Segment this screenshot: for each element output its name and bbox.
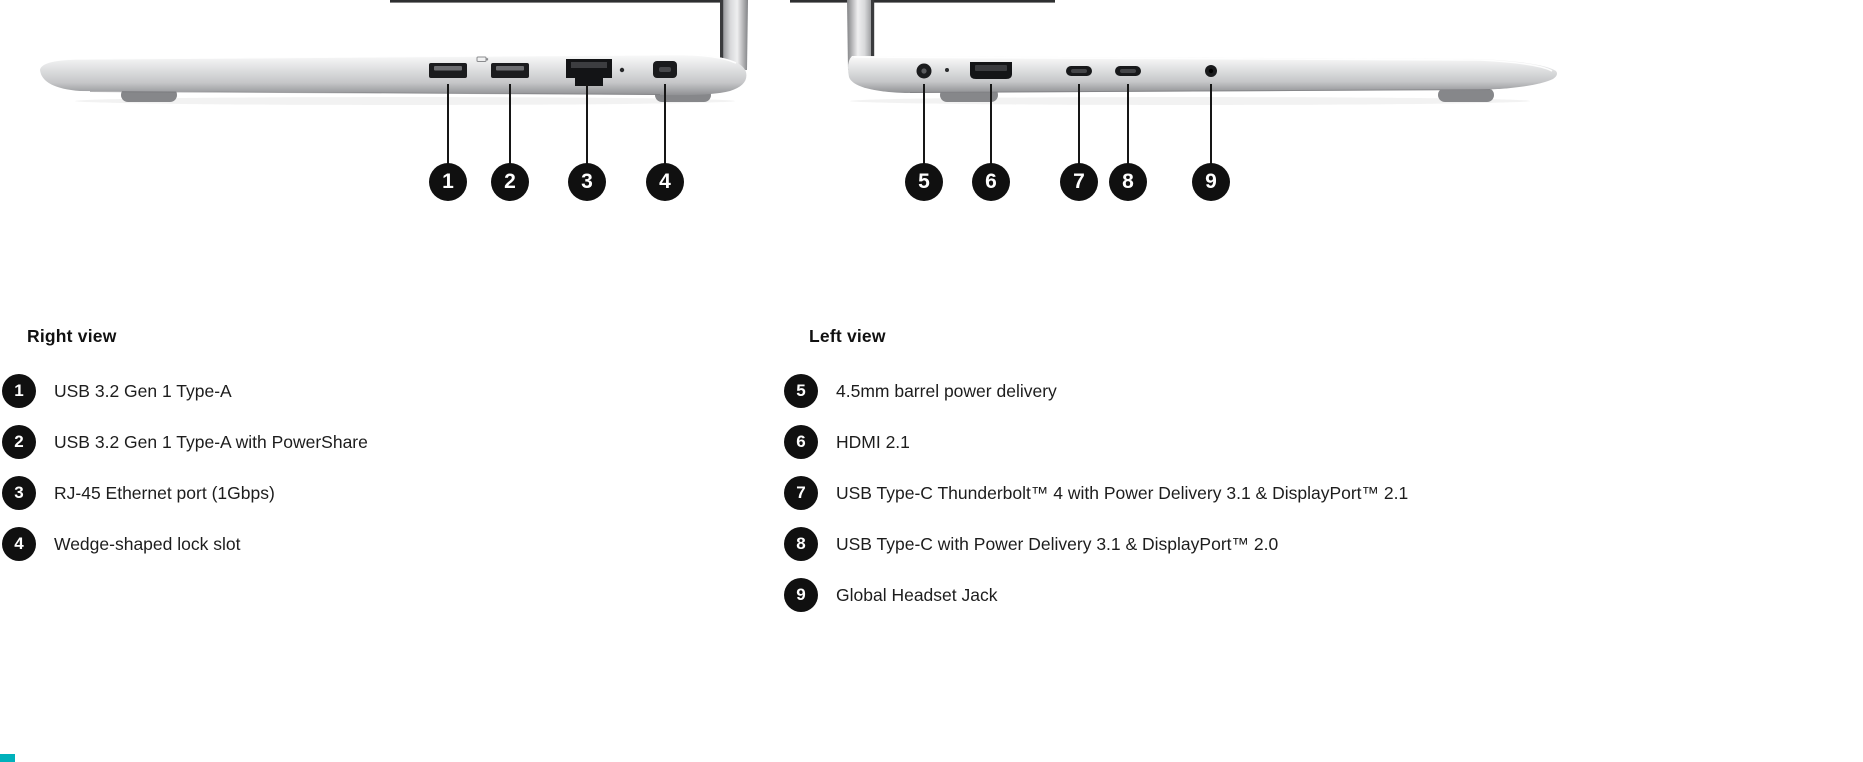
legend-item-1: 1 USB 3.2 Gen 1 Type-A — [2, 374, 722, 408]
legend-label: 4.5mm barrel power delivery — [836, 380, 1057, 401]
right-view-diagram: 1 2 3 4 — [35, 0, 755, 210]
legend-title-left-view: Left view — [809, 326, 886, 346]
callout-badge-2: 2 — [491, 163, 529, 201]
ethernet-port — [566, 59, 612, 86]
usb-c-port-1 — [1066, 66, 1092, 76]
legend-number-badge: 7 — [784, 476, 818, 510]
legend-item-6: 6 HDMI 2.1 — [784, 425, 1784, 459]
legend-label: Wedge-shaped lock slot — [54, 533, 241, 554]
lid-edge-line — [390, 0, 726, 3]
laptop-shadow — [850, 97, 1530, 105]
hdmi-port — [970, 62, 1012, 79]
callout-line — [923, 84, 925, 164]
legend-number-badge: 4 — [2, 527, 36, 561]
legend-item-9: 9 Global Headset Jack — [784, 578, 1784, 612]
laptop-screen — [847, 0, 875, 70]
legend-item-5: 5 4.5mm barrel power delivery — [784, 374, 1784, 408]
legend-label: USB Type-C with Power Delivery 3.1 & Dis… — [836, 533, 1279, 554]
laptop-left-view-image — [790, 0, 1557, 105]
right-view-legend: Right view 1 USB 3.2 Gen 1 Type-A 2 USB … — [2, 326, 722, 578]
legend-item-7: 7 USB Type-C Thunderbolt™ 4 with Power D… — [784, 476, 1784, 510]
callout-line — [990, 84, 992, 164]
callout-badge-1: 1 — [429, 163, 467, 201]
callout-badge-5: 5 — [905, 163, 943, 201]
legend-number-badge: 9 — [784, 578, 818, 612]
callout-line — [586, 84, 588, 164]
legend-item-3: 3 RJ-45 Ethernet port (1Gbps) — [2, 476, 722, 510]
laptop-screen — [720, 0, 748, 70]
callout-badge-3: 3 — [568, 163, 606, 201]
left-view-diagram: 5 6 7 8 9 — [790, 0, 1565, 210]
callout-badge-8: 8 — [1109, 163, 1147, 201]
callout-line — [1078, 84, 1080, 164]
legend-label: Global Headset Jack — [836, 584, 998, 605]
legend-number-badge: 3 — [2, 476, 36, 510]
lock-slot — [653, 61, 677, 78]
callout-line — [509, 84, 511, 164]
headset-jack — [1205, 65, 1217, 77]
legend-label: USB 3.2 Gen 1 Type-A with PowerShare — [54, 431, 368, 452]
lid-edge-line — [790, 0, 1055, 3]
legend-item-4: 4 Wedge-shaped lock slot — [2, 527, 722, 561]
legend-item-8: 8 USB Type-C with Power Delivery 3.1 & D… — [784, 527, 1784, 561]
legend-number-badge: 1 — [2, 374, 36, 408]
powershare-icon — [476, 56, 489, 62]
callout-badge-9: 9 — [1192, 163, 1230, 201]
laptop-body — [848, 56, 1557, 93]
corner-accent — [0, 754, 15, 762]
legend-number-badge: 6 — [784, 425, 818, 459]
power-port — [916, 63, 932, 79]
callout-line — [447, 84, 449, 164]
power-led — [945, 68, 949, 72]
laptop-right-view-image — [40, 0, 748, 105]
legend-item-2: 2 USB 3.2 Gen 1 Type-A with PowerShare — [2, 425, 722, 459]
legend-number-badge: 2 — [2, 425, 36, 459]
callout-line — [1127, 84, 1129, 164]
laptop-shadow — [75, 97, 735, 105]
callout-badge-7: 7 — [1060, 163, 1098, 201]
callout-line — [1210, 84, 1212, 164]
usb-a-port-1 — [429, 63, 467, 78]
legend-number-badge: 8 — [784, 527, 818, 561]
usb-c-port-2 — [1115, 66, 1141, 76]
legend-title-right-view: Right view — [27, 326, 117, 346]
callout-badge-4: 4 — [646, 163, 684, 201]
legend-label: USB Type-C Thunderbolt™ 4 with Power Del… — [836, 482, 1409, 503]
callout-badge-6: 6 — [972, 163, 1010, 201]
callout-line — [664, 84, 666, 164]
laptop-body — [40, 53, 747, 96]
legend-label: RJ-45 Ethernet port (1Gbps) — [54, 482, 275, 503]
legend-number-badge: 5 — [784, 374, 818, 408]
status-led — [619, 67, 625, 73]
left-view-legend: Left view 5 4.5mm barrel power delivery … — [784, 326, 1784, 629]
legend-label: HDMI 2.1 — [836, 431, 910, 452]
usb-a-port-2 — [491, 63, 529, 78]
legend-label: USB 3.2 Gen 1 Type-A — [54, 380, 232, 401]
